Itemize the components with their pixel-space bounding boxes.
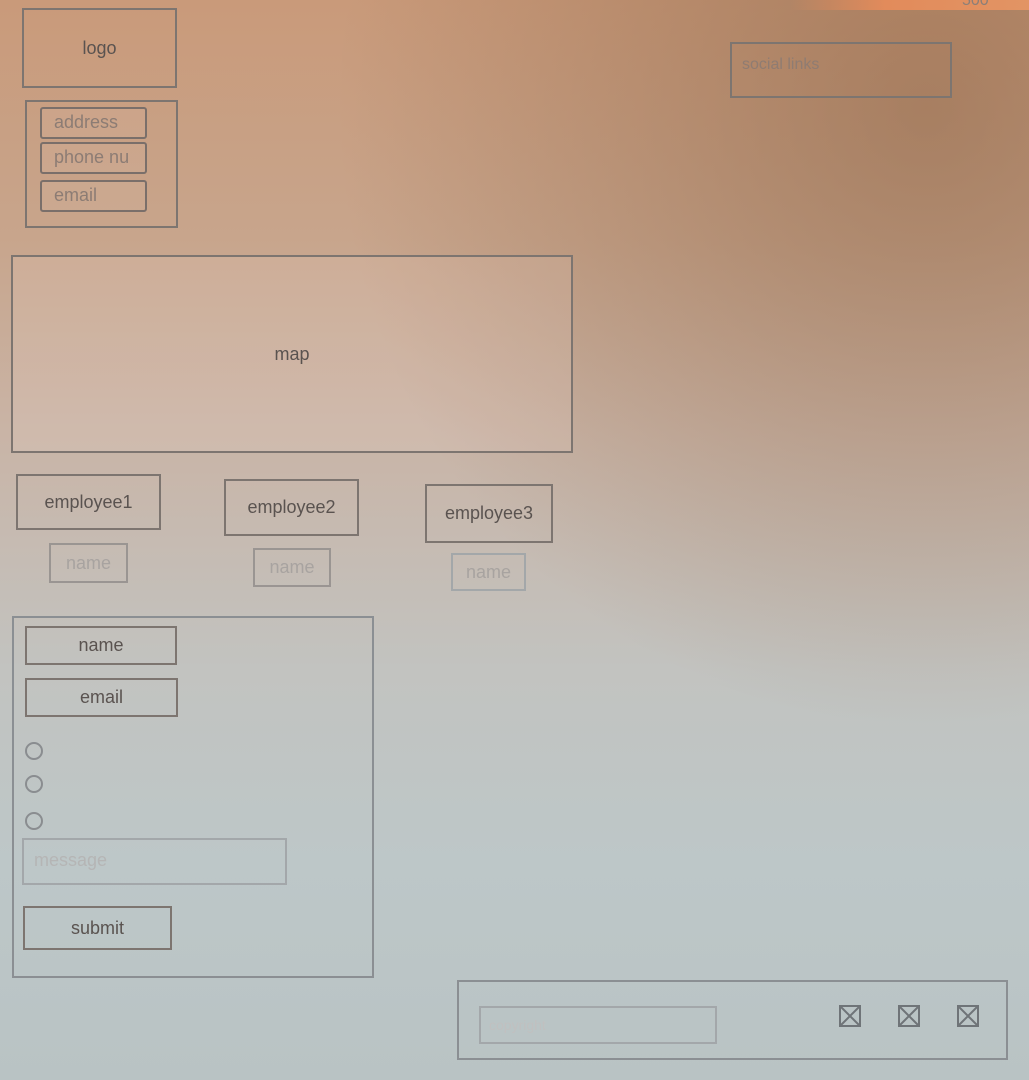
message-input[interactable]: message — [22, 838, 287, 885]
image-placeholder-icon[interactable] — [839, 1005, 861, 1027]
logo[interactable]: logo — [22, 8, 177, 88]
contact-info — [25, 100, 178, 228]
ruler-strip — [790, 0, 1029, 10]
footer — [457, 980, 1008, 1060]
form-email-input[interactable]: email — [25, 678, 178, 717]
ruler-number: 500 — [962, 0, 989, 9]
radio-option-3[interactable] — [25, 812, 43, 830]
employee-card-3[interactable]: employee3 — [425, 484, 553, 543]
employee-title: employee1 — [44, 491, 133, 512]
employee-name-label: name — [65, 552, 112, 573]
contact-form — [12, 616, 374, 978]
email-field[interactable]: email — [40, 180, 147, 212]
employee-name-label: name — [269, 557, 315, 577]
address-label: address — [54, 112, 119, 132]
social-links-label: social links — [742, 56, 820, 73]
image-placeholder-icon[interactable] — [898, 1005, 920, 1027]
radio-option-2[interactable] — [25, 775, 43, 793]
copyright-label: copyright — [489, 1017, 546, 1033]
employee-name-label: name — [465, 561, 512, 582]
employee-name-1: name — [49, 543, 128, 583]
copyright-field: copyright — [479, 1006, 717, 1044]
submit-label: submit — [70, 917, 124, 938]
form-email-label: email — [79, 687, 123, 707]
image-placeholder-icon[interactable] — [957, 1005, 979, 1027]
email-label: email — [54, 185, 98, 205]
message-placeholder: message — [34, 850, 108, 870]
phone-field[interactable]: phone nu — [40, 142, 147, 174]
map[interactable]: map — [11, 255, 573, 453]
address-field[interactable]: address — [40, 107, 147, 139]
form-name-input[interactable]: name — [25, 626, 177, 665]
phone-label: phone nu — [54, 147, 130, 167]
radio-option-1[interactable] — [25, 742, 43, 760]
employee-card-2[interactable]: employee2 — [224, 479, 359, 536]
employee-card-1[interactable]: employee1 — [16, 474, 161, 530]
employee-title: employee2 — [247, 497, 336, 517]
submit-button[interactable]: submit — [23, 906, 172, 950]
logo-label: logo — [82, 37, 117, 58]
form-name-label: name — [78, 635, 124, 655]
employee-name-2: name — [253, 548, 331, 587]
map-label: map — [274, 343, 310, 364]
employee-name-3: name — [451, 553, 526, 591]
employee-title: employee3 — [444, 503, 534, 523]
social-links[interactable]: social links — [730, 42, 952, 98]
